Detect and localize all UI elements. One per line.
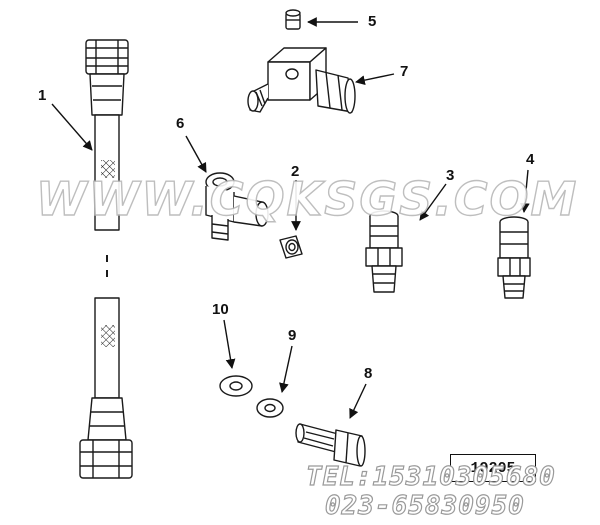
contact-phone: 023-65830950 xyxy=(324,490,525,521)
straight-connector xyxy=(365,210,403,293)
tee-fitting xyxy=(205,172,269,241)
reference-box: 19205 xyxy=(450,454,536,482)
elbow-fitting xyxy=(247,47,356,114)
leader-6 xyxy=(185,135,207,173)
callout-4: 4 xyxy=(526,151,535,168)
callout-10: 10 xyxy=(212,301,229,318)
hose-assembly xyxy=(79,39,133,479)
callout-5: 5 xyxy=(368,13,377,30)
callout-8: 8 xyxy=(364,365,373,382)
hex-bolt xyxy=(295,423,366,467)
leader-7 xyxy=(355,73,395,85)
leader-1 xyxy=(51,103,93,151)
leader-9 xyxy=(279,345,293,393)
callout-9: 9 xyxy=(288,327,297,344)
flat-washer xyxy=(219,375,253,397)
watermark: WWW.CQKSGS.COM xyxy=(35,171,579,226)
sleeve-nut xyxy=(279,235,303,259)
contact-tel: TEL:15310305680 xyxy=(305,461,556,492)
reference-code: 19205 xyxy=(470,460,516,477)
lock-washer xyxy=(256,398,284,418)
leader-10 xyxy=(223,319,236,369)
leader-8 xyxy=(349,383,367,419)
leader-3 xyxy=(419,183,447,221)
callout-3: 3 xyxy=(446,167,455,184)
callout-7: 7 xyxy=(400,63,409,80)
leader-4 xyxy=(519,169,530,213)
connector xyxy=(497,216,531,299)
callout-6: 6 xyxy=(176,115,185,132)
callout-2: 2 xyxy=(291,163,300,180)
plug xyxy=(285,9,301,30)
callout-1: 1 xyxy=(38,87,47,104)
